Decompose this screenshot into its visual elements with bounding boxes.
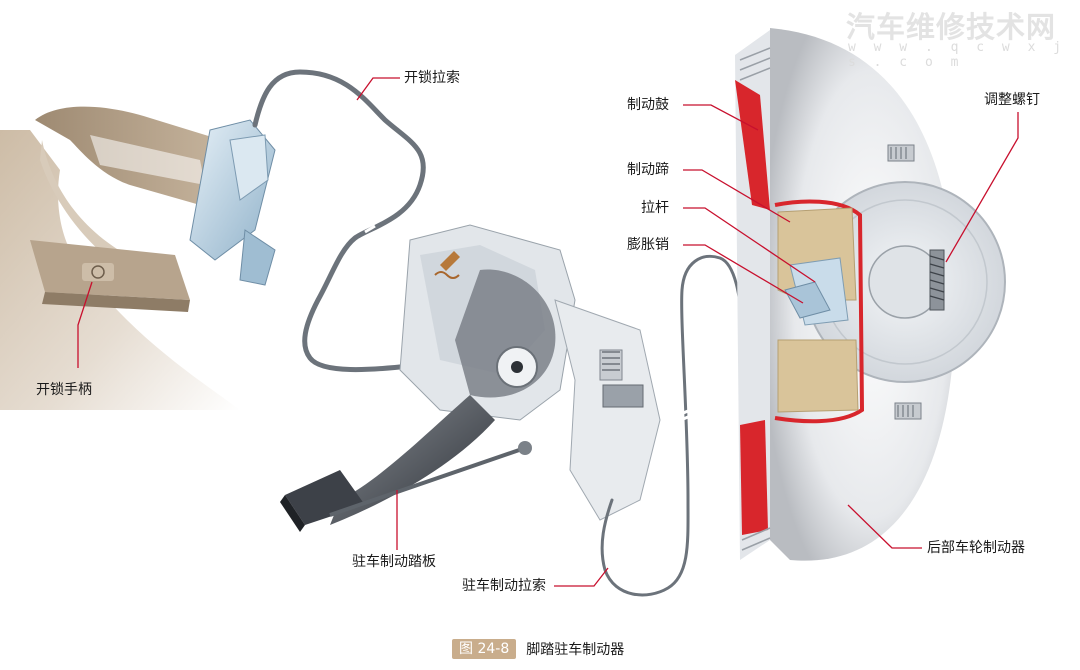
watermark-url: w w w . q c w x j s . c o m (848, 40, 1067, 70)
label-rear-brake: 后部车轮制动器 (927, 540, 1025, 556)
label-brake-drum: 制动鼓 (627, 97, 669, 113)
watermark-site-name: 汽车维修技术网 (846, 10, 1057, 44)
leader-unlock-cable (356, 77, 400, 101)
brake-shoe-lower (777, 339, 859, 413)
label-adjust-screw: 调整螺钉 (984, 92, 1040, 108)
unlock-mechanism-bracket (189, 119, 276, 286)
brake-drum-section (735, 80, 770, 210)
figure-title: 脚踏驻车制动器 (526, 642, 625, 658)
leader-expansion-pin (683, 244, 804, 304)
label-parking-pedal: 驻车制动踏板 (352, 554, 436, 570)
unlock-handle (30, 240, 190, 312)
drum-lining-red (774, 199, 865, 424)
leader-lever (683, 207, 816, 283)
label-unlock-cable: 开锁拉索 (404, 70, 460, 86)
figure-number-badge: 图 24-8 (452, 639, 517, 659)
expansion-pin-part (784, 281, 831, 319)
leader-parking-cable (554, 567, 609, 587)
leader-adjust-screw (945, 112, 1019, 263)
parking-brake-pedal (280, 395, 532, 532)
leader-brake-shoe (683, 169, 791, 223)
unlock-cable (252, 69, 426, 373)
label-unlock-handle: 开锁手柄 (36, 382, 92, 398)
label-expansion-pin: 膨胀销 (627, 237, 669, 253)
leader-rear-brake (847, 504, 922, 549)
pedal-mechanism (399, 224, 661, 521)
label-lever: 拉杆 (641, 200, 669, 216)
label-parking-cable: 驻车制动拉索 (462, 578, 546, 594)
leader-brake-drum (683, 104, 759, 131)
figure-caption: 图 24-8 脚踏驻车制动器 (452, 639, 624, 659)
leader-unlock-handle (77, 281, 93, 368)
rear-drum-brake (735, 28, 1006, 561)
parking-symbol-icon (91, 265, 105, 279)
label-brake-shoe: 制动蹄 (627, 162, 669, 178)
leader-lines (77, 77, 1019, 587)
